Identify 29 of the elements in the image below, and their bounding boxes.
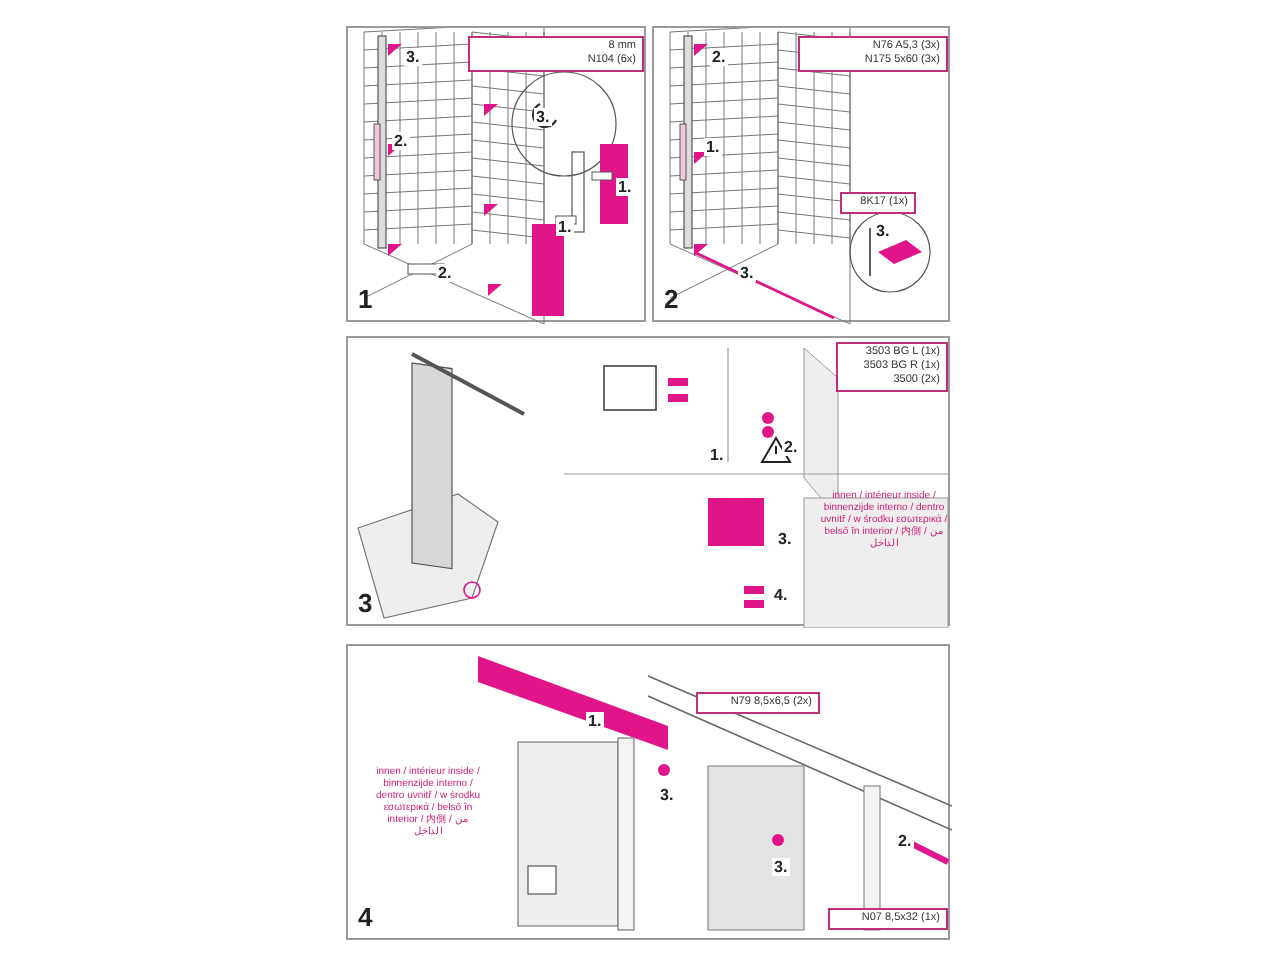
step-label: 2. <box>896 832 914 850</box>
step-number: 3 <box>358 588 373 618</box>
step-label: 3. <box>738 264 756 282</box>
step-label: 1. <box>556 218 574 236</box>
parts-list <box>840 192 916 214</box>
step-number: 2 <box>664 284 679 314</box>
step-label: 3. <box>404 48 422 66</box>
parts-list <box>828 908 948 930</box>
step-label: 3. <box>772 858 790 876</box>
step-label: 4. <box>772 586 790 604</box>
step-label: 3. <box>534 108 552 126</box>
step-label: 2. <box>710 48 728 66</box>
step-number: 1 <box>358 284 373 314</box>
parts-list <box>696 692 820 714</box>
step-label: 1. <box>708 446 726 464</box>
step-label: 1. <box>586 712 604 730</box>
step-label: 3. <box>658 786 676 804</box>
step-label: 3. <box>776 530 794 548</box>
parts-list <box>836 342 948 392</box>
parts-list <box>468 36 644 72</box>
parts-list <box>798 36 948 72</box>
step-panel <box>346 644 950 940</box>
step-label: 1. <box>616 178 634 196</box>
step-label: 2. <box>436 264 454 282</box>
step-number: 4 <box>358 902 373 932</box>
step-label: 1. <box>704 138 722 156</box>
step-label: 2. <box>392 132 410 150</box>
step-label: 3. <box>874 222 892 240</box>
step-label: 2. <box>782 438 800 456</box>
